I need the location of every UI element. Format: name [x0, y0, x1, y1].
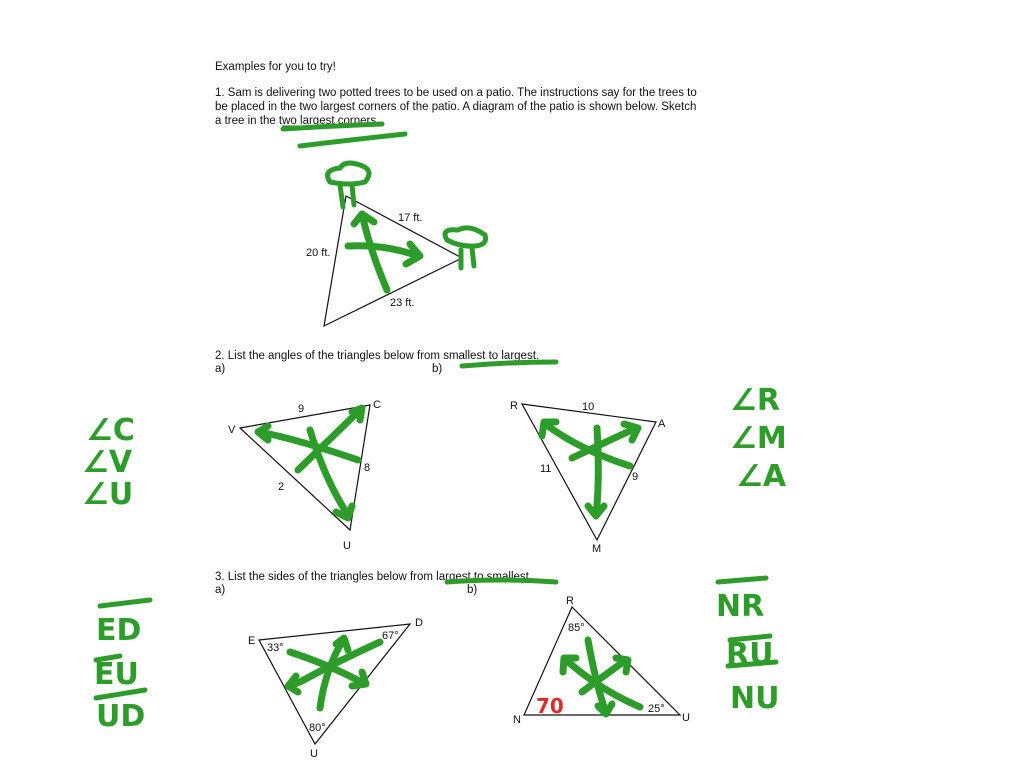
handwritten-answer: ∠U [82, 477, 133, 512]
angle-label: 33° [267, 642, 284, 654]
vertex-label: U [682, 712, 690, 724]
vertex-label: N [513, 714, 521, 726]
handwritten-answer: ∠V [82, 445, 133, 480]
q2-a-label: a) [215, 363, 225, 375]
q1-line-2: be placed in the two largest corners of … [215, 101, 696, 113]
vertex-label: D [415, 617, 423, 629]
marker-annotations [254, 121, 644, 718]
side-label: 2 [278, 481, 284, 493]
vertex-label: C [373, 399, 381, 411]
handwritten-answer: UD [96, 699, 145, 734]
handwritten-answer: ∠A [736, 459, 787, 494]
angle-label: 85° [568, 622, 585, 634]
vertex-label: R [510, 400, 518, 412]
angle-label: 25° [648, 703, 665, 715]
angle-label: 67° [382, 630, 399, 642]
q2-b-label: b) [432, 363, 442, 375]
answer-q3b: NR RU NU [715, 575, 779, 716]
q3-b-label: b) [467, 584, 477, 596]
answer-q3a: ED EU UD [93, 597, 153, 734]
triangle-cvu [238, 404, 371, 532]
vertex-label: U [343, 540, 351, 552]
vertex-label: E [248, 635, 255, 647]
handwritten-answer: ∠R [730, 383, 780, 418]
side-label: 9 [298, 403, 304, 415]
vertex-label: M [592, 543, 601, 555]
handwritten-answer: NR [716, 589, 764, 624]
side-label: 9 [632, 471, 638, 483]
vertex-label: V [228, 424, 236, 436]
handwritten-answer: ∠M [730, 421, 787, 456]
handwritten-angle: 70 [536, 694, 564, 718]
answer-q2b: ∠R ∠M ∠A [730, 383, 787, 494]
handwritten-answer: ED [96, 613, 141, 648]
vertex-label: U [310, 748, 318, 760]
vertex-label: A [658, 418, 666, 430]
q2-text: 2. List the angles of the triangles belo… [215, 350, 539, 362]
triangle-ram [520, 403, 657, 542]
side-label: 10 [582, 401, 594, 413]
patio-triangle [323, 195, 464, 328]
side-label: 20 ft. [306, 247, 330, 259]
answer-q2a: ∠C ∠V ∠U [82, 413, 135, 512]
vertex-label: R [566, 595, 574, 607]
q3-a-label: a) [215, 584, 225, 596]
handwritten-answer: ∠C [86, 413, 135, 448]
handwritten-answer: NU [730, 681, 779, 716]
handwritten-answer: EU [94, 657, 139, 692]
side-label: 23 ft. [390, 297, 414, 309]
side-label: 11 [540, 463, 551, 475]
handwritten-answer: RU [726, 637, 773, 672]
heading: Examples for you to try! [215, 61, 336, 73]
q1-line-1: 1. Sam is delivering two potted trees to… [215, 87, 697, 99]
side-label: 8 [364, 462, 370, 474]
angle-label: 80° [309, 722, 326, 734]
side-label: 17 ft. [398, 212, 422, 224]
